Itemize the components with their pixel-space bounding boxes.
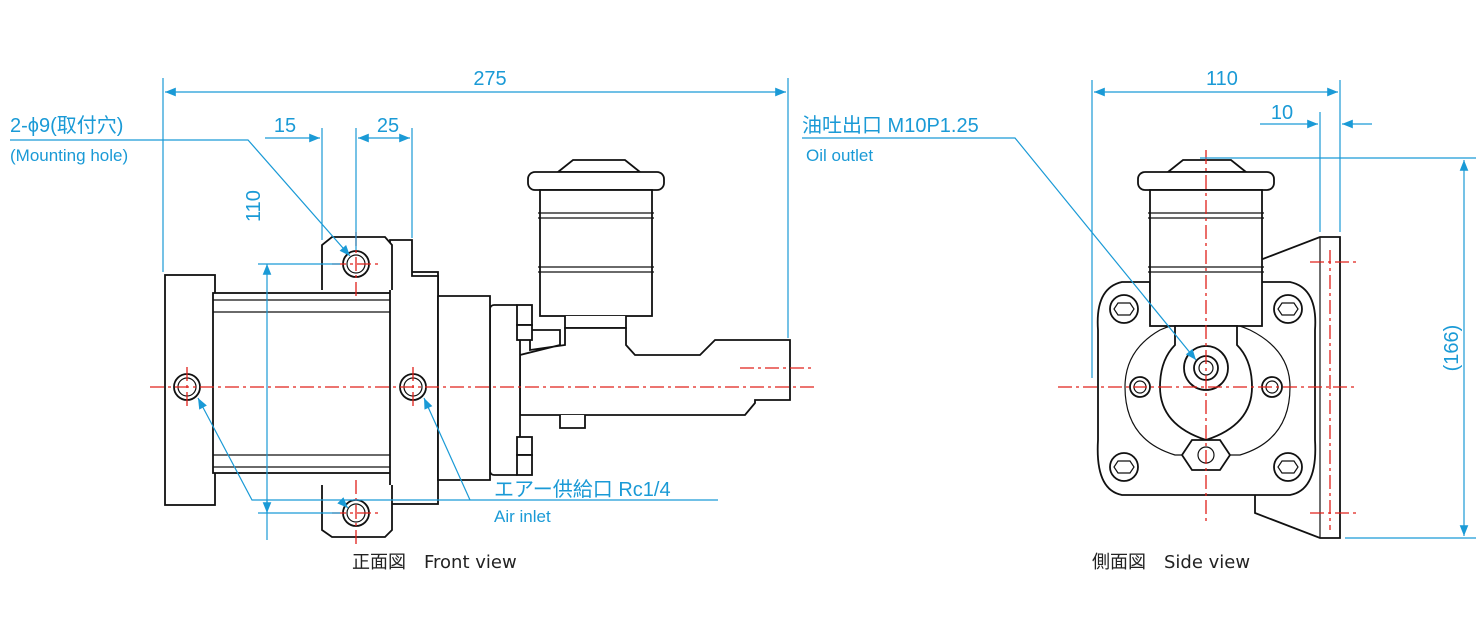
side-view-caption: 側面図 Side view [1092, 552, 1250, 573]
height-dim: 110 [243, 190, 265, 222]
overall-length-dim: 275 [473, 68, 506, 90]
side-height-dim: (166) [1441, 325, 1463, 372]
mounting-hole-label-en: (Mounting hole) [10, 146, 128, 165]
side-width-dim: 110 [1206, 68, 1238, 90]
oil-reservoir [527, 159, 665, 329]
hole-spacing-b-dim: 25 [377, 115, 399, 137]
mounting-bracket-bottom [321, 485, 393, 538]
side-view: 110 10 (166) 油吐出口 M10P1.25 Oil outlet 側面… [802, 68, 1476, 573]
hole-spacing-a-dim: 15 [274, 115, 296, 137]
front-dimensions: 275 15 25 110 2-ϕ9(取付穴) (Mounting hole) … [10, 68, 789, 540]
air-inlet-label: エアー供給口 Rc1/4 [494, 478, 671, 501]
front-view-caption: 正面図 Front view [352, 552, 517, 573]
cylinder-body [164, 239, 491, 506]
output-body [519, 327, 791, 429]
oil-outlet-label: 油吐出口 M10P1.25 [802, 114, 979, 137]
oil-outlet-label-en: Oil outlet [806, 146, 873, 165]
side-offset-dim: 10 [1271, 102, 1293, 124]
hex-fitting [489, 304, 533, 476]
front-view: 275 15 25 110 2-ϕ9(取付穴) (Mounting hole) … [10, 68, 815, 573]
side-dimensions: 110 10 (166) 油吐出口 M10P1.25 Oil outlet [802, 68, 1476, 539]
air-inlet-label-en: Air inlet [494, 507, 551, 526]
mounting-hole-label: 2-ϕ9(取付穴) [10, 114, 123, 137]
